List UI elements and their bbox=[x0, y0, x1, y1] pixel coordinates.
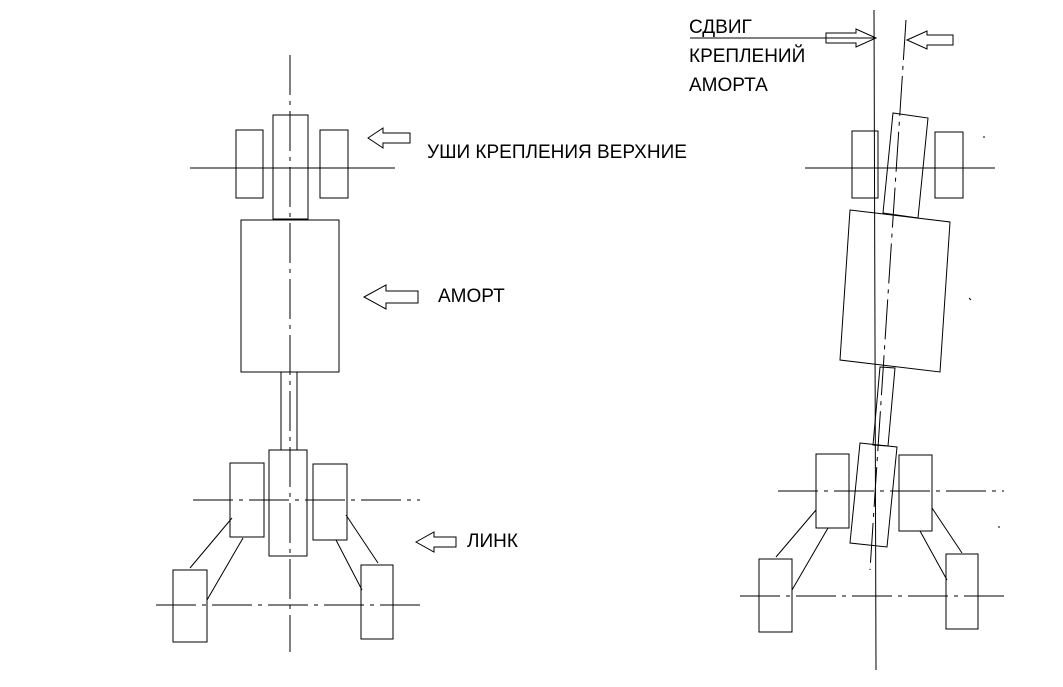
left-link-pivot-left bbox=[173, 570, 207, 642]
right-upper-ear-left bbox=[852, 131, 878, 198]
tick-mark-2 bbox=[969, 298, 971, 300]
label-offset-line2: КРЕПЛЕНИЙ bbox=[689, 46, 806, 67]
label-upper-mounts: УШИ КРЕПЛЕНИЯ ВЕРХНИЕ bbox=[427, 142, 687, 163]
right-lower-bushing bbox=[850, 443, 897, 547]
right-assembly bbox=[740, 10, 1008, 670]
right-shock-body bbox=[840, 210, 950, 372]
left-upper-ear-right bbox=[320, 130, 348, 198]
label-link: ЛИНК bbox=[467, 531, 518, 552]
right-shock-rod bbox=[873, 367, 895, 446]
right-upper-bushing bbox=[883, 113, 928, 218]
left-link-arm-2b bbox=[336, 540, 362, 590]
label-offset-line3: АМОРТА bbox=[689, 75, 768, 96]
left-link-pivot-right bbox=[361, 565, 393, 639]
left-link-arm-1a bbox=[190, 518, 232, 568]
offset-arrow-right-icon bbox=[907, 31, 953, 49]
right-link-ear-right bbox=[899, 455, 932, 531]
right-link-arm-1b bbox=[792, 528, 828, 590]
left-link-arm-2a bbox=[346, 515, 378, 563]
right-link-ear-left bbox=[816, 454, 849, 528]
right-link-pivot-left bbox=[759, 559, 792, 632]
left-assembly bbox=[156, 55, 425, 652]
offset-arrow-left-icon bbox=[826, 29, 876, 47]
right-link-arm-1a bbox=[776, 510, 816, 557]
left-link-arm-1b bbox=[207, 538, 243, 600]
left-link-ear-left bbox=[230, 463, 264, 537]
left-shock-rod bbox=[281, 372, 297, 450]
right-vertical-axis bbox=[874, 10, 876, 670]
right-link-arm-2b bbox=[920, 531, 947, 580]
left-upper-ear-left bbox=[236, 130, 263, 198]
right-link-arm-2a bbox=[932, 508, 962, 553]
arrow-link-icon bbox=[416, 532, 456, 552]
right-upper-ear-right bbox=[935, 132, 963, 198]
label-shock: АМОРТ bbox=[438, 286, 505, 307]
left-link-ear-right bbox=[313, 464, 347, 540]
right-shock-axis bbox=[870, 20, 906, 570]
left-lower-bushing bbox=[269, 450, 307, 556]
label-offset-line1: СДВИГ bbox=[689, 17, 752, 38]
left-upper-bushing bbox=[273, 115, 308, 219]
arrow-upper-mounts-icon bbox=[368, 128, 410, 148]
right-link-pivot-right bbox=[946, 554, 978, 629]
arrow-shock-icon bbox=[364, 285, 418, 309]
